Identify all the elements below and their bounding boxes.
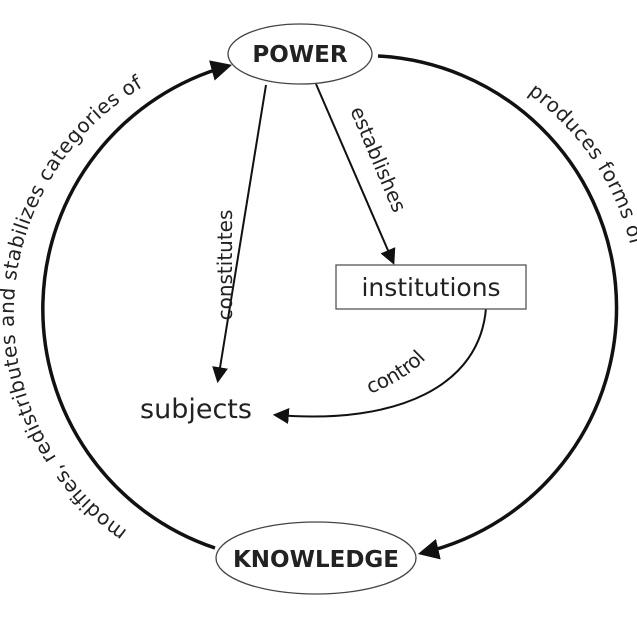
edge-label-produces: produces forms of	[525, 78, 637, 248]
edge-label-modifies: modifies, redistributes and stabilizes c…	[0, 70, 147, 546]
node-institutions: institutions	[335, 264, 527, 310]
node-institutions-label: institutions	[361, 273, 500, 302]
edge-label-constitutes: constitutes	[213, 210, 237, 321]
node-power: POWER	[227, 23, 373, 85]
arrow-power-to-institutions	[315, 83, 396, 265]
node-knowledge-label: KNOWLEDGE	[233, 547, 399, 573]
edge-label-modifies-text: modifies, redistributes and stabilizes c…	[0, 70, 147, 546]
arrow-power-to-knowledge	[377, 54, 619, 560]
edge-label-produces-text: produces forms of	[525, 78, 637, 248]
edge-label-control-text: control	[363, 345, 430, 398]
node-knowledge: KNOWLEDGE	[215, 521, 417, 595]
arrow-knowledge-to-power	[41, 60, 233, 550]
edge-label-control: control	[363, 345, 430, 398]
arrow-institutions-to-subjects	[272, 307, 487, 424]
node-subjects-label: subjects	[140, 394, 252, 425]
arrow-power-to-subjects	[212, 84, 267, 384]
edge-label-establishes: establishes	[345, 103, 411, 216]
node-power-label: POWER	[252, 42, 347, 68]
